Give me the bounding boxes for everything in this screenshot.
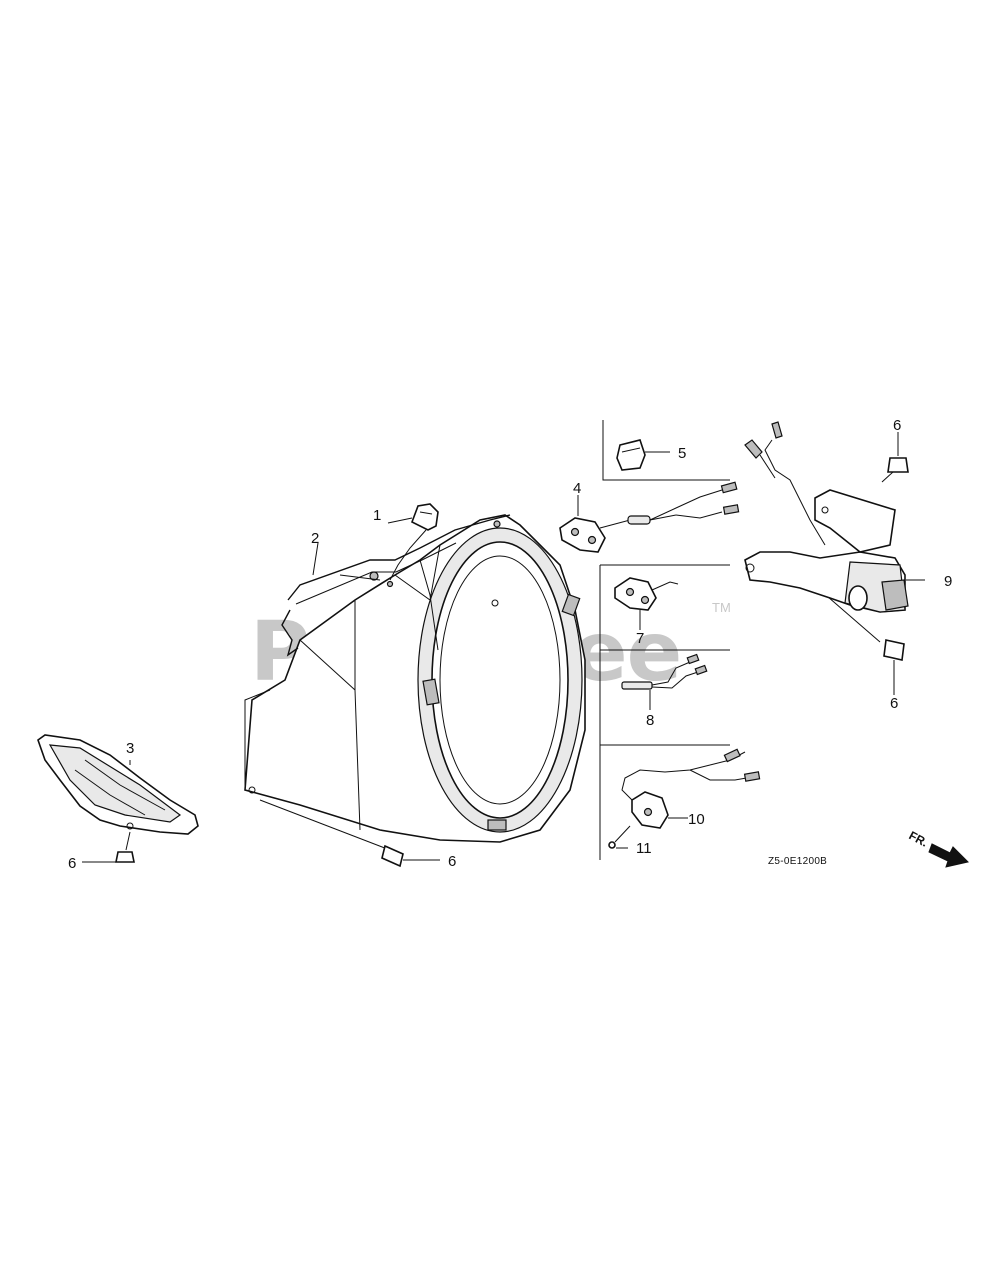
shroud-seal[interactable]: [281, 514, 511, 657]
control-bracket[interactable]: [744, 421, 925, 613]
wire-clip[interactable]: [386, 503, 439, 588]
callout-6-lower-guard: 6: [68, 855, 76, 872]
callout-3: 3: [126, 740, 134, 757]
callout-11: 11: [636, 840, 652, 857]
fr-label: FR.: [907, 828, 931, 849]
callout-9: 9: [944, 573, 952, 590]
callout-1: 1: [373, 507, 381, 524]
diagram-code: Z5-0E1200B: [768, 856, 827, 867]
callout-2: 2: [311, 530, 319, 547]
callout-6-shroud: 6: [448, 853, 456, 870]
fan-shroud[interactable]: [244, 514, 586, 843]
bolt-6-bracket-top[interactable]: [881, 432, 909, 483]
watermark-trademark: TM: [712, 600, 731, 615]
callout-4: 4: [573, 480, 581, 497]
bolt-6-lower-guard[interactable]: [82, 831, 135, 863]
callout-8: 8: [646, 712, 654, 729]
bolt-6-shroud[interactable]: [259, 799, 440, 868]
callout-7: 7: [636, 630, 644, 647]
lower-guard[interactable]: [37, 734, 199, 835]
screw-11[interactable]: [608, 825, 631, 849]
callout-6-bracket-bottom: 6: [890, 695, 898, 712]
callout-10: 10: [688, 811, 705, 828]
leader-2: [312, 542, 319, 576]
divider-5: [602, 420, 730, 481]
oil-switch[interactable]: [614, 577, 679, 630]
front-direction-arrow: FR.: [907, 828, 969, 868]
callout-5: 5: [678, 445, 686, 462]
wire-harness[interactable]: [621, 653, 708, 710]
switch-assembly-10[interactable]: [621, 748, 761, 829]
stop-switch-assembly[interactable]: [559, 481, 740, 553]
leader-1: [387, 517, 413, 524]
callout-6-bracket-top: 6: [893, 417, 901, 434]
leader-2b: [339, 574, 381, 581]
grommet[interactable]: [616, 439, 670, 471]
